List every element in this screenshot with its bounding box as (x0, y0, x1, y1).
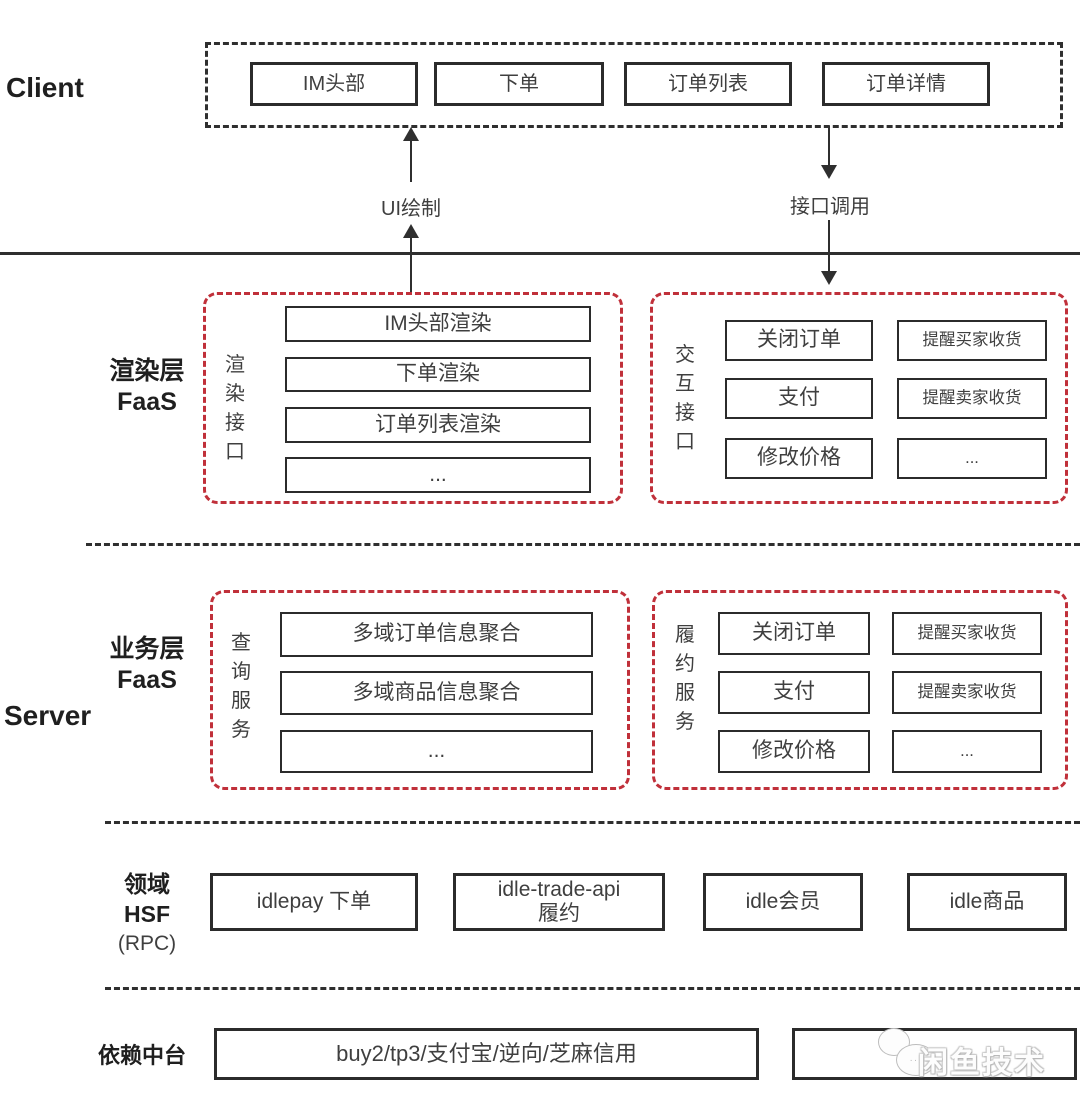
fulfill-box-change-price: 修改价格 (718, 730, 870, 773)
hsf-box-label: idle商品 (949, 889, 1025, 913)
render-box-label: 下单渲染 (396, 362, 480, 386)
interact-box-remind-buyer: 提醒买家收货 (897, 320, 1047, 361)
fulfill-box-label: 修改价格 (752, 739, 836, 763)
business-layer-label-line1: 业务层 (109, 635, 185, 663)
hsf-box-idle-member: idle会员 (703, 873, 863, 931)
client-box-place-order: 下单 (434, 62, 604, 106)
query-box-order-agg: 多域订单信息聚合 (280, 612, 593, 657)
interact-box-pay: 支付 (725, 378, 873, 419)
query-group-vertical-label: 查询服务 (231, 632, 251, 741)
hsf-box-idlepay: idlepay 下单 (210, 873, 418, 931)
query-box-label: 多域商品信息聚合 (352, 680, 521, 704)
fulfill-box-more: ... (892, 730, 1042, 773)
render-group-vertical-label: 渲染接口 (225, 354, 245, 463)
client-box-im-header: IM头部 (250, 62, 418, 106)
fulfill-box-pay: 支付 (718, 671, 870, 714)
interact-box-label: 关闭订单 (757, 328, 841, 352)
fulfill-group-vertical-label: 履约服务 (675, 624, 695, 733)
render-box-label: IM头部渲染 (384, 311, 492, 335)
hsf-box-label: idlepay 下单 (256, 889, 372, 913)
render-box-place-order: 下单渲染 (285, 357, 591, 392)
arrow-up-icon (403, 224, 419, 238)
arrow-line (410, 140, 412, 182)
arrow-line (410, 237, 412, 292)
client-tier-label: Client (6, 72, 84, 103)
hsf-box-label: idle-trade-api (497, 877, 621, 901)
client-box-label: 订单列表 (668, 72, 748, 95)
fulfill-box-label: 提醒卖家收货 (917, 683, 1017, 702)
render-box-order-list: 订单列表渲染 (285, 407, 591, 443)
query-box-label: 多域订单信息聚合 (352, 622, 521, 646)
client-box-order-detail: 订单详情 (822, 62, 990, 106)
interact-box-close-order: 关闭订单 (725, 320, 873, 361)
fulfill-box-remind-buyer: 提醒买家收货 (892, 612, 1042, 655)
business-layer-label: 业务层 FaaS (92, 634, 202, 696)
client-box-label: 订单详情 (866, 72, 946, 95)
arrow-down-icon (821, 165, 837, 179)
fulfill-box-close-order: 关闭订单 (718, 612, 870, 655)
hsf-layer-label-line1: 领域 (124, 871, 170, 897)
render-layer-label: 渲染层 FaaS (92, 356, 202, 418)
interact-box-label: 提醒卖家收货 (922, 389, 1022, 408)
client-group-frame (205, 42, 1063, 128)
client-box-label: IM头部 (302, 72, 366, 95)
interact-box-label: 支付 (778, 386, 820, 410)
query-group-frame (210, 590, 630, 790)
interact-box-label: 修改价格 (757, 446, 841, 470)
render-group-frame (203, 292, 623, 504)
section-separator (86, 543, 1080, 546)
hsf-layer-label: 领域 HSF (RPC) (92, 869, 202, 959)
render-layer-label-line1: 渲染层 (109, 357, 185, 385)
platform-box-other (792, 1028, 1077, 1080)
server-tier-label: Server (4, 700, 92, 731)
client-box-label: 下单 (499, 72, 539, 95)
business-layer-label-line2: FaaS (117, 666, 177, 694)
interact-group-frame (650, 292, 1068, 504)
platform-box-label: buy2/tp3/支付宝/逆向/芝麻信用 (336, 1041, 637, 1067)
render-box-label: 订单列表渲染 (375, 412, 501, 436)
render-box-label: ... (429, 462, 447, 486)
arrow-line (828, 220, 830, 272)
platform-layer-label: 依赖中台 (98, 1043, 187, 1068)
section-separator (105, 987, 1080, 990)
client-server-divider (0, 252, 1080, 255)
arrow-line (828, 126, 830, 166)
fulfill-group-frame (652, 590, 1068, 790)
interact-box-label: ... (965, 449, 979, 468)
section-separator (105, 821, 1080, 824)
hsf-box-idle-item: idle商品 (907, 873, 1067, 931)
hsf-layer-label-line2: HSF (124, 901, 170, 927)
interact-group-vertical-label: 交互接口 (675, 344, 695, 453)
hsf-box-label: idle会员 (745, 889, 821, 913)
interact-box-label: 提醒买家收货 (922, 331, 1022, 350)
platform-box-middleware: buy2/tp3/支付宝/逆向/芝麻信用 (214, 1028, 759, 1080)
query-box-label: ... (427, 739, 446, 763)
query-box-more: ... (280, 730, 593, 773)
client-box-order-list: 订单列表 (624, 62, 792, 106)
arrow-up-icon (403, 127, 419, 141)
fulfill-box-label: 支付 (773, 680, 815, 704)
arrow-down-icon (821, 271, 837, 285)
fulfill-box-label: 关闭订单 (752, 621, 836, 645)
render-layer-label-line2: FaaS (117, 388, 177, 416)
render-box-im-header: IM头部渲染 (285, 306, 591, 342)
query-box-item-agg: 多域商品信息聚合 (280, 671, 593, 715)
fulfill-box-label: 提醒买家收货 (917, 624, 1017, 643)
ui-draw-label: UI绘制 (381, 198, 441, 220)
api-call-label: 接口调用 (790, 196, 870, 218)
fulfill-box-remind-seller: 提醒卖家收货 (892, 671, 1042, 714)
fulfill-box-label: ... (960, 742, 974, 761)
interact-box-more: ... (897, 438, 1047, 479)
render-box-more: ... (285, 457, 591, 493)
interact-box-change-price: 修改价格 (725, 438, 873, 479)
hsf-box-label: 履约 (538, 902, 580, 925)
hsf-layer-label-line3: (RPC) (117, 932, 177, 955)
interact-box-remind-seller: 提醒卖家收货 (897, 378, 1047, 419)
